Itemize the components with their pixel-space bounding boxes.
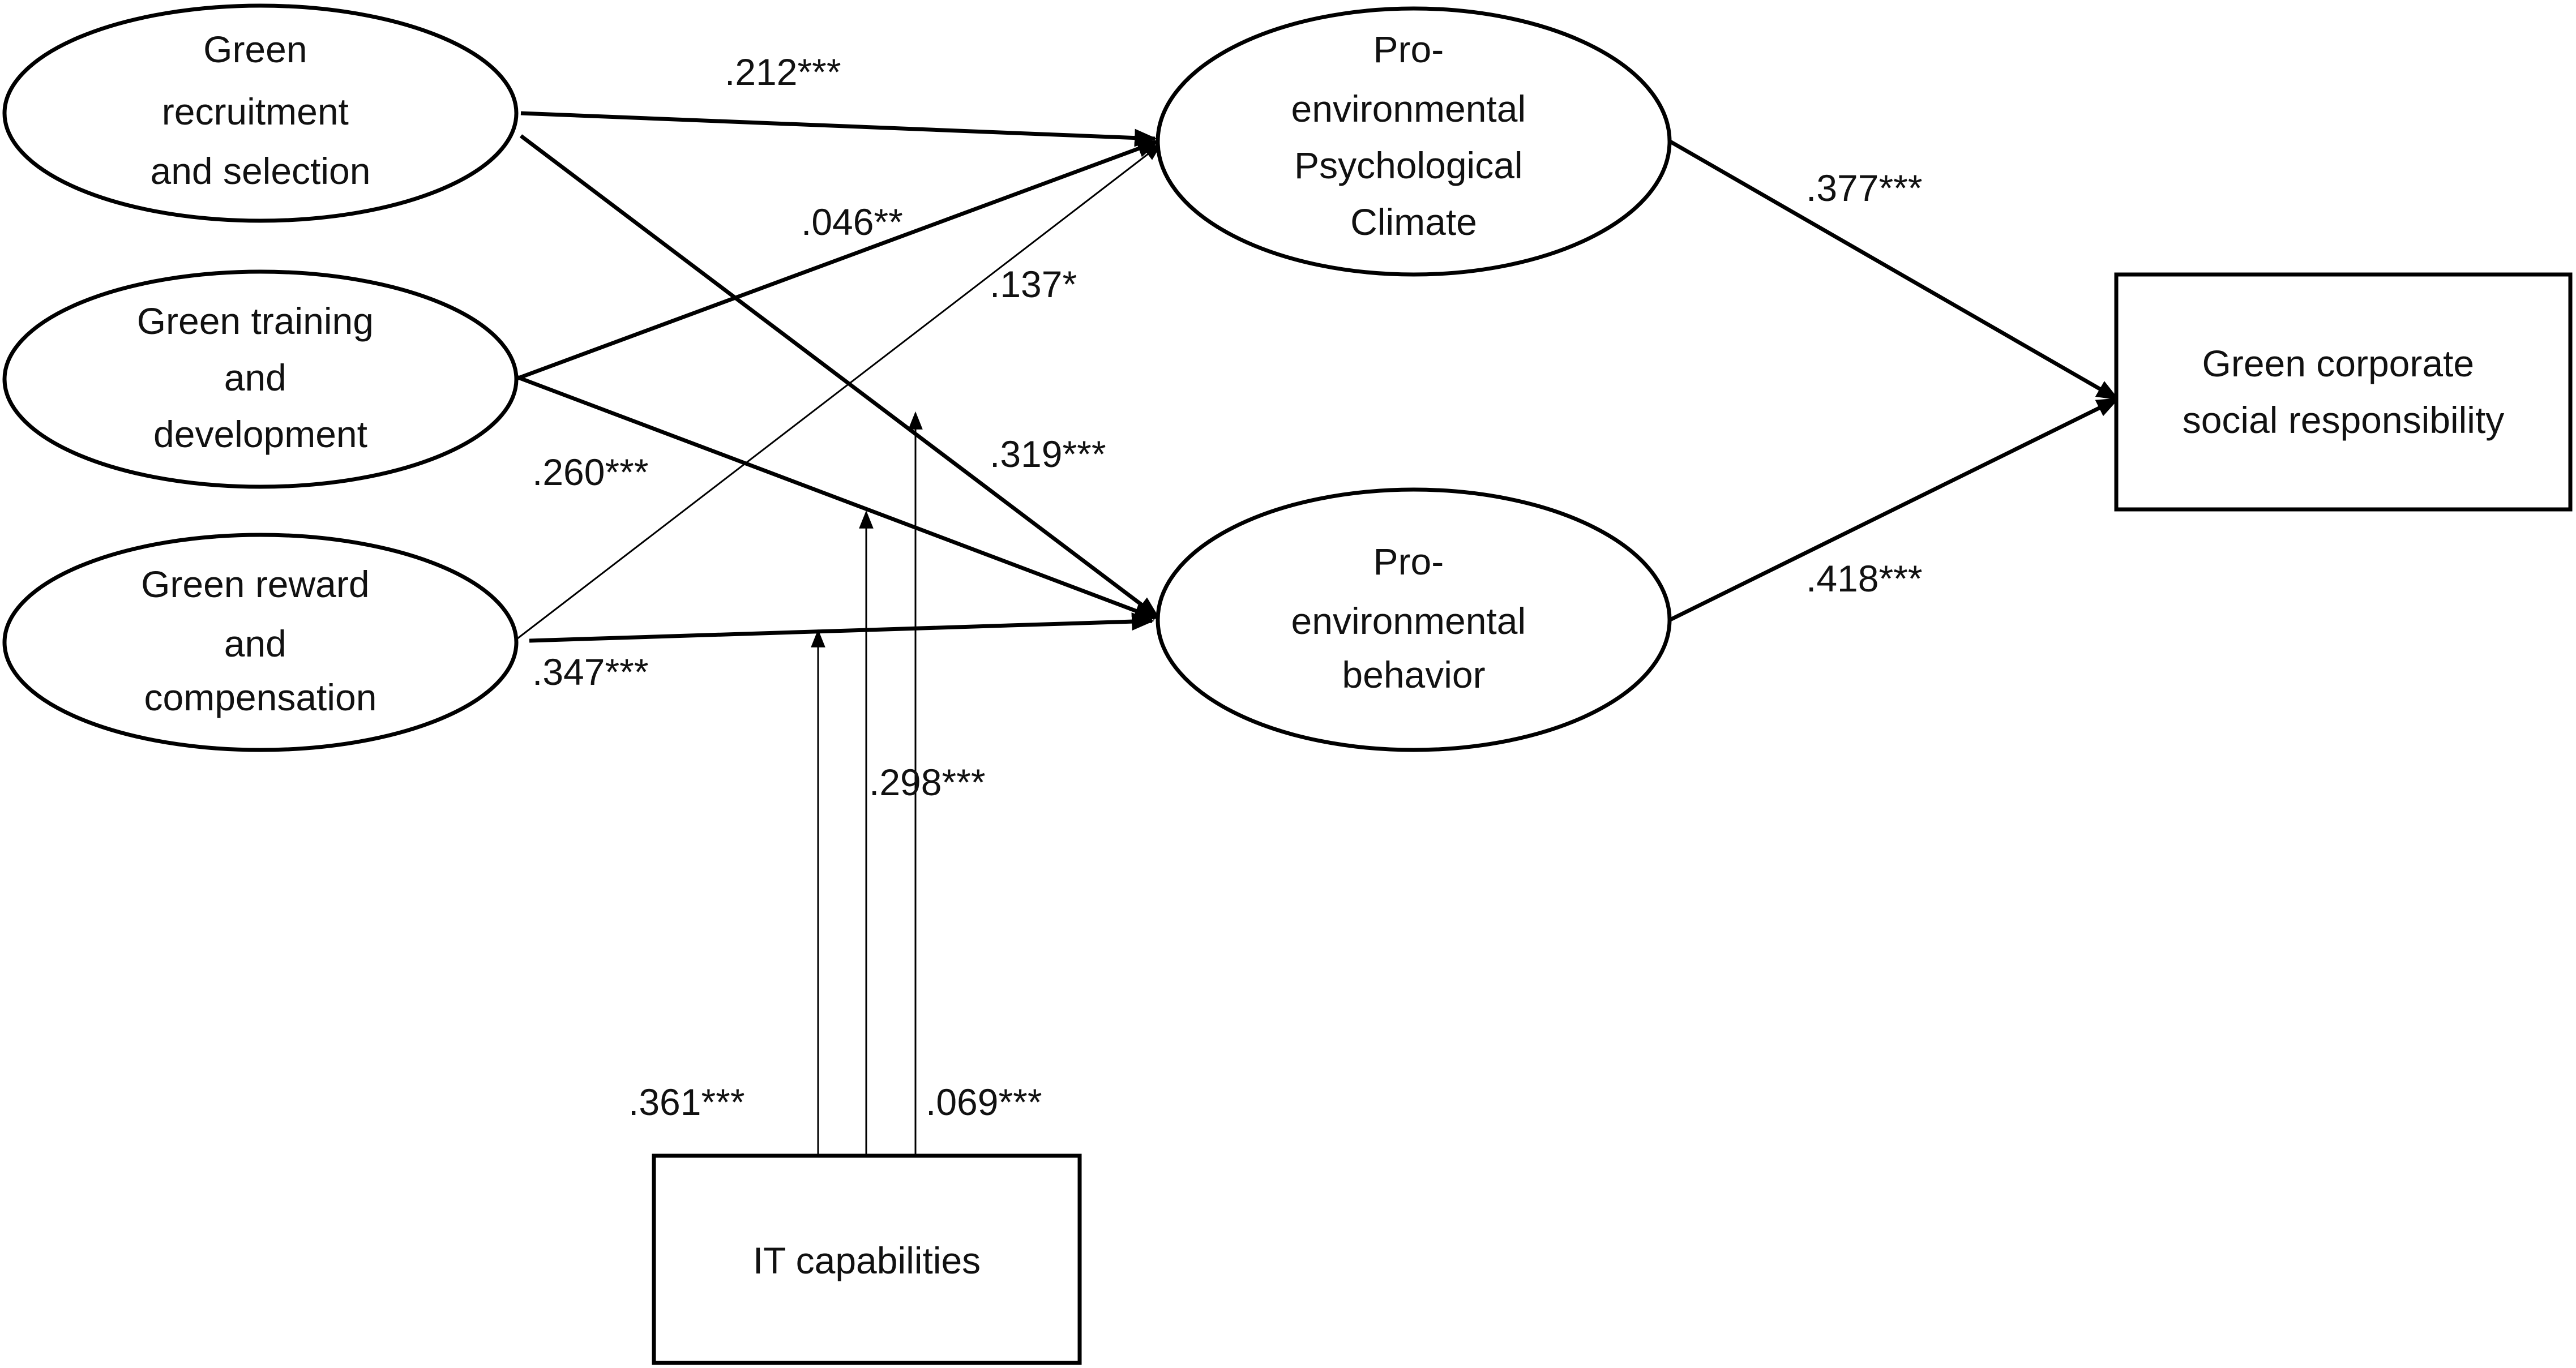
- node-recruitment-line-3: and selection: [151, 150, 371, 192]
- svg-text:Green training and: Green training and development: [137, 300, 384, 455]
- node-training-line-3: development: [153, 413, 367, 455]
- coef-it-reward-behavior: .361***: [628, 1081, 745, 1123]
- node-climate-line-2: environmental: [1291, 88, 1526, 130]
- node-it-capabilities: IT capabilities: [652, 1153, 1082, 1365]
- svg-text:Green corporate social r: Green corporate social responsibility: [2183, 342, 2505, 441]
- coef-behavior-csr: .418***: [1806, 558, 1923, 599]
- node-green-training-development: Green training and development: [2, 269, 519, 489]
- node-recruitment-line-2: recruitment: [162, 91, 349, 132]
- svg-text:Pro- environmental: Pro- environmental behavior: [1291, 541, 1537, 696]
- node-pro-environmental-behavior: Pro- environmental behavior: [1156, 487, 1672, 752]
- coef-training-behavior: .260***: [532, 451, 649, 493]
- edge-training-to-climate: [514, 139, 1160, 381]
- node-climate-line-4: Climate: [1350, 201, 1477, 243]
- coef-reward-behavior: .347***: [532, 651, 649, 693]
- edge-recruitment-to-climate: [520, 111, 1157, 147]
- node-behavior-line-2: environmental: [1291, 600, 1526, 642]
- edge-reward-to-climate: [512, 143, 1162, 644]
- svg-text:IT capabilities: IT capabilities: [753, 1240, 981, 1281]
- coef-climate-csr: .377***: [1806, 167, 1923, 209]
- node-training-line-2: and: [224, 357, 286, 398]
- edge-training-to-behavior: [514, 374, 1157, 620]
- node-reward-line-1: Green reward: [141, 563, 370, 605]
- node-pro-environmental-psychological-climate: Pro- environmental Psychological Climate: [1156, 6, 1672, 277]
- node-climate-line-3: Psychological: [1294, 144, 1523, 186]
- coef-reward-climate: .137*: [990, 263, 1077, 305]
- coef-it-recruitment-behavior: .069***: [926, 1081, 1042, 1123]
- node-behavior-line-3: behavior: [1342, 654, 1485, 696]
- edge-reward-to-behavior: [529, 612, 1154, 643]
- node-behavior-line-1: Pro-: [1373, 541, 1444, 582]
- edge-recruitment-to-behavior: [519, 134, 1160, 619]
- svg-text:Green recruitment: Green recruitment and selection: [151, 28, 371, 192]
- node-green-corporate-social-responsibility: Green corporate social responsibility: [2114, 272, 2573, 512]
- node-reward-line-3: compensation: [144, 676, 377, 718]
- edge-climate-to-csr: [1669, 139, 2120, 401]
- node-green-recruitment-selection: Green recruitment and selection: [2, 3, 519, 223]
- coef-it-training-behavior: .298***: [869, 761, 986, 803]
- coef-recruitment-behavior: .319***: [990, 433, 1106, 475]
- edge-behavior-to-csr: [1669, 397, 2120, 622]
- svg-text:Green reward and c: Green reward and compensation: [141, 563, 380, 718]
- node-training-line-1: Green training: [137, 300, 374, 342]
- node-csr-line-2: social responsibility: [2183, 399, 2505, 441]
- node-recruitment-line-1: Green: [203, 28, 307, 70]
- node-it-line-1: IT capabilities: [753, 1240, 981, 1281]
- node-reward-line-2: and: [224, 623, 286, 664]
- coef-training-climate: .046**: [801, 201, 903, 243]
- svg-text:Pro- environmental: Pro- environmental Psychological Climate: [1291, 28, 1537, 243]
- node-climate-line-1: Pro-: [1373, 28, 1444, 70]
- node-green-reward-compensation: Green reward and compensation: [2, 533, 519, 752]
- coef-recruitment-climate: .212***: [725, 51, 841, 93]
- node-csr-line-1: Green corporate: [2202, 342, 2475, 384]
